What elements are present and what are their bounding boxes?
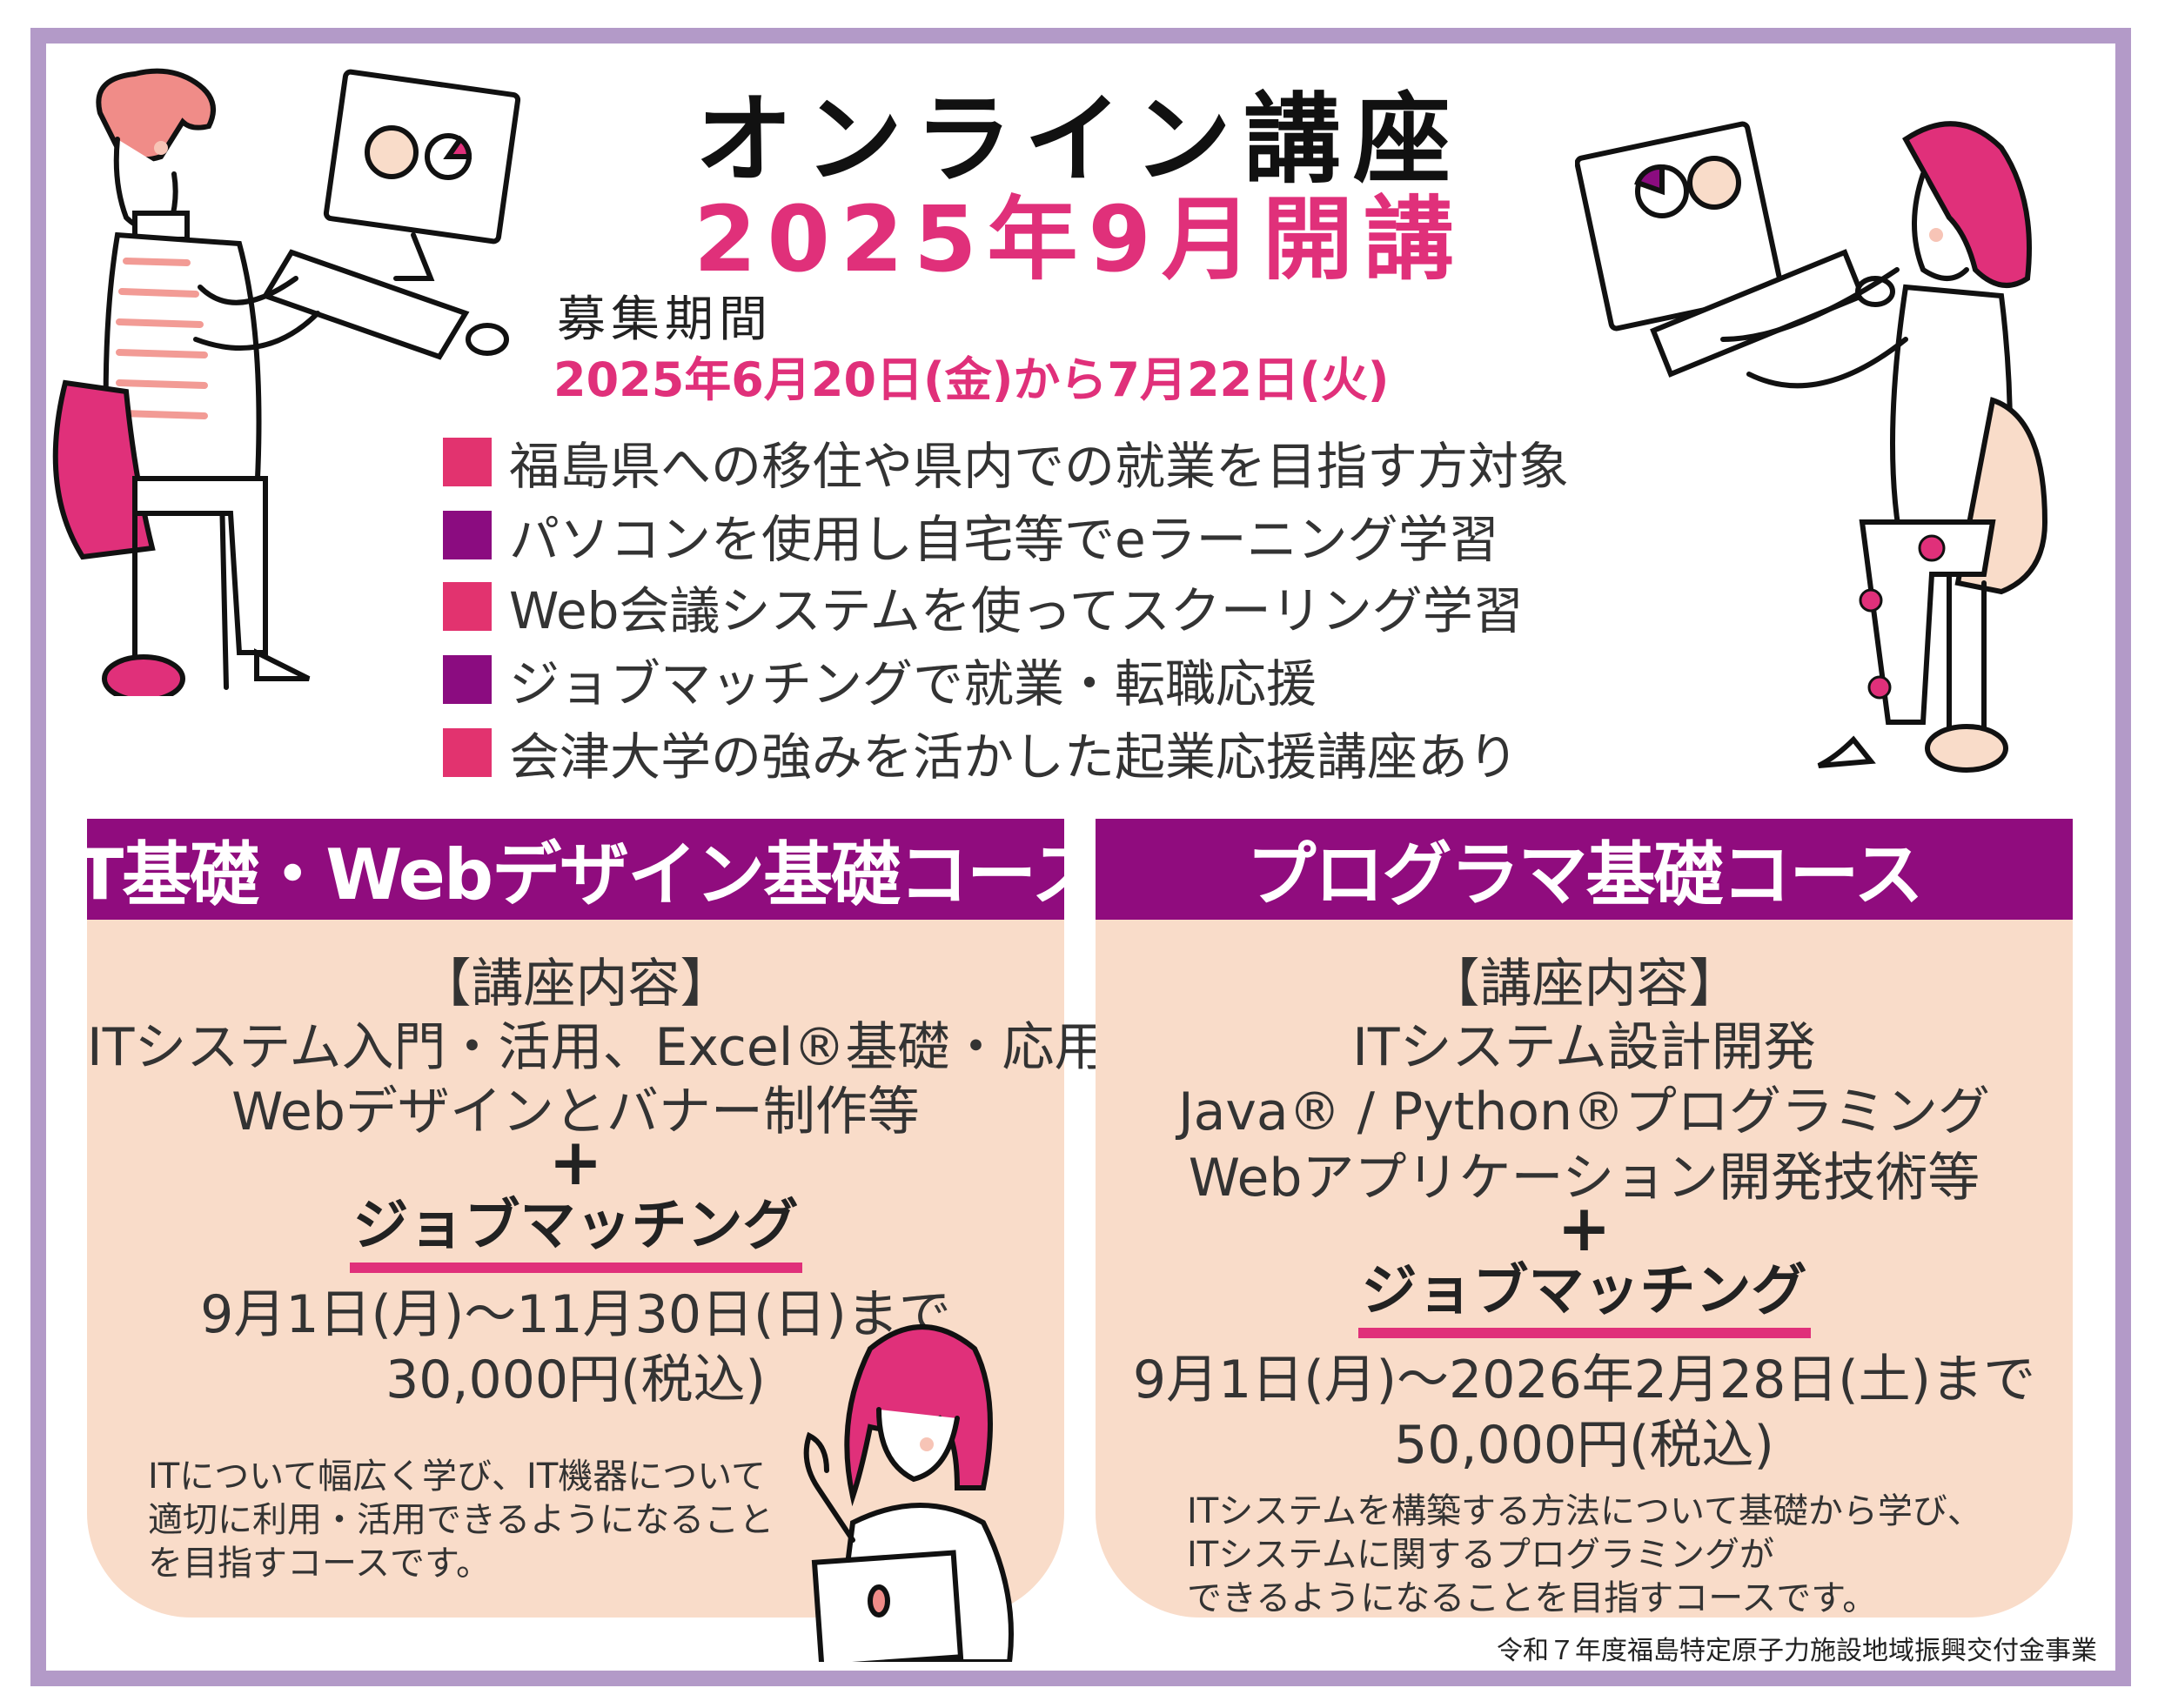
- description-line: ITについて幅広く学び、IT機器について: [148, 1457, 767, 1497]
- feature-bullet: 福島県への移住や県内での就業を目指す方対象: [443, 435, 1569, 496]
- job-matching-label: ジョブマッチング: [87, 1181, 1064, 1273]
- feature-bullet: パソコンを使用し自宅等でeラーニング学習: [443, 508, 1499, 569]
- content-line: Java® / Python®プログラミング: [1177, 1082, 1991, 1142]
- woman-with-laptop-illustration: [803, 1324, 1014, 1662]
- square-bullet-icon: [443, 655, 492, 704]
- feature-text: ジョブマッチングで就業・転職応援: [509, 654, 1317, 713]
- funding-note: 令和７年度福島特定原子力施設地域振興交付金事業: [1497, 1636, 2097, 1666]
- course-card-it-web-design: IT基礎・Webデザイン基礎コース 【講座内容】 ITシステム入門・活用、Exc…: [52, 819, 1107, 1618]
- plus-sign: +: [548, 1125, 603, 1200]
- content-label: 【講座内容】: [1427, 954, 1741, 1015]
- content-line: Webアプリケーション開発技術等: [1188, 1148, 1980, 1209]
- feature-text: パソコンを使用し自宅等でeラーニング学習: [509, 510, 1499, 569]
- course-price: 50,000円(税込): [1394, 1415, 1774, 1476]
- feature-bullet: ジョブマッチングで就業・転職応援: [443, 653, 1317, 713]
- course-body: 【講座内容】 ITシステム入門・活用、Excel®基礎・応用 Webデザインとバ…: [87, 920, 1107, 1618]
- start-date-heading: 2025年9月開講: [694, 186, 1464, 292]
- application-period-dates: 2025年6月20日(金)から7月22日(火): [553, 352, 1390, 407]
- square-bullet-icon: [443, 438, 492, 486]
- job-matching-text: ジョブマッチング: [1357, 1246, 1811, 1338]
- description-line: 適切に利用・活用できるようになること: [148, 1500, 774, 1540]
- description-line: ITシステムに関するプログラミングが: [1187, 1535, 1775, 1575]
- square-bullet-icon: [443, 511, 492, 559]
- feature-text: 会津大学の強みを活かした起業応援講座あり: [509, 727, 1519, 787]
- course-description: ITシステムを構築する方法について基礎から学び、 ITシステムに関するプログラミ…: [1187, 1490, 1982, 1620]
- feature-bullet: 会津大学の強みを活かした起業応援講座あり: [443, 726, 1518, 787]
- course-body: 【講座内容】 ITシステム設計開発 Java® / Python®プログラミング…: [1096, 920, 2073, 1618]
- page-title: オンライン講座: [695, 84, 1463, 197]
- man-at-computer-illustration: [52, 68, 521, 696]
- course-period: 9月1日(月)〜2026年2月28日(土)まで: [1132, 1350, 2036, 1410]
- feature-text: 福島県への移住や県内での就業を目指す方対象: [509, 437, 1570, 496]
- application-period-label: 募集期間: [557, 291, 773, 348]
- content-label: 【講座内容】: [419, 954, 733, 1015]
- job-matching-label: ジョブマッチング: [1096, 1246, 2073, 1338]
- course-period: 9月1日(月)〜11月30日(日)まで: [200, 1284, 951, 1345]
- feature-text: Web会議システムを使ってスクーリング学習: [509, 581, 1524, 640]
- course-card-programmer: プログラマ基礎コース 【講座内容】 ITシステム設計開発 Java® / Pyt…: [1096, 819, 2073, 1618]
- feature-bullet: Web会議システムを使ってスクーリング学習: [443, 579, 1524, 640]
- description-line: ITシステムを構築する方法について基礎から学び、: [1187, 1491, 1982, 1531]
- course-price: 30,000円(税込): [385, 1350, 766, 1410]
- square-bullet-icon: [443, 728, 492, 777]
- course-title: IT基礎・Webデザイン基礎コース: [52, 819, 1101, 920]
- plus-sign: +: [1557, 1191, 1612, 1266]
- square-bullet-icon: [443, 582, 492, 631]
- course-title: プログラマ基礎コース: [1096, 819, 2073, 920]
- description-line: を目指すコースです。: [148, 1544, 491, 1584]
- content-line: Webデザインとバナー制作等: [231, 1082, 920, 1142]
- content-line: ITシステム入門・活用、Excel®基礎・応用: [87, 1017, 1107, 1078]
- woman-at-computer-illustration: [1575, 121, 2048, 773]
- content-line: ITシステム設計開発: [1352, 1017, 1816, 1078]
- job-matching-text: ジョブマッチング: [349, 1181, 802, 1273]
- description-line: できるようになることを目指すコースです。: [1187, 1578, 1878, 1618]
- course-description: ITについて幅広く学び、IT機器について 適切に利用・活用できるようになること …: [148, 1455, 774, 1585]
